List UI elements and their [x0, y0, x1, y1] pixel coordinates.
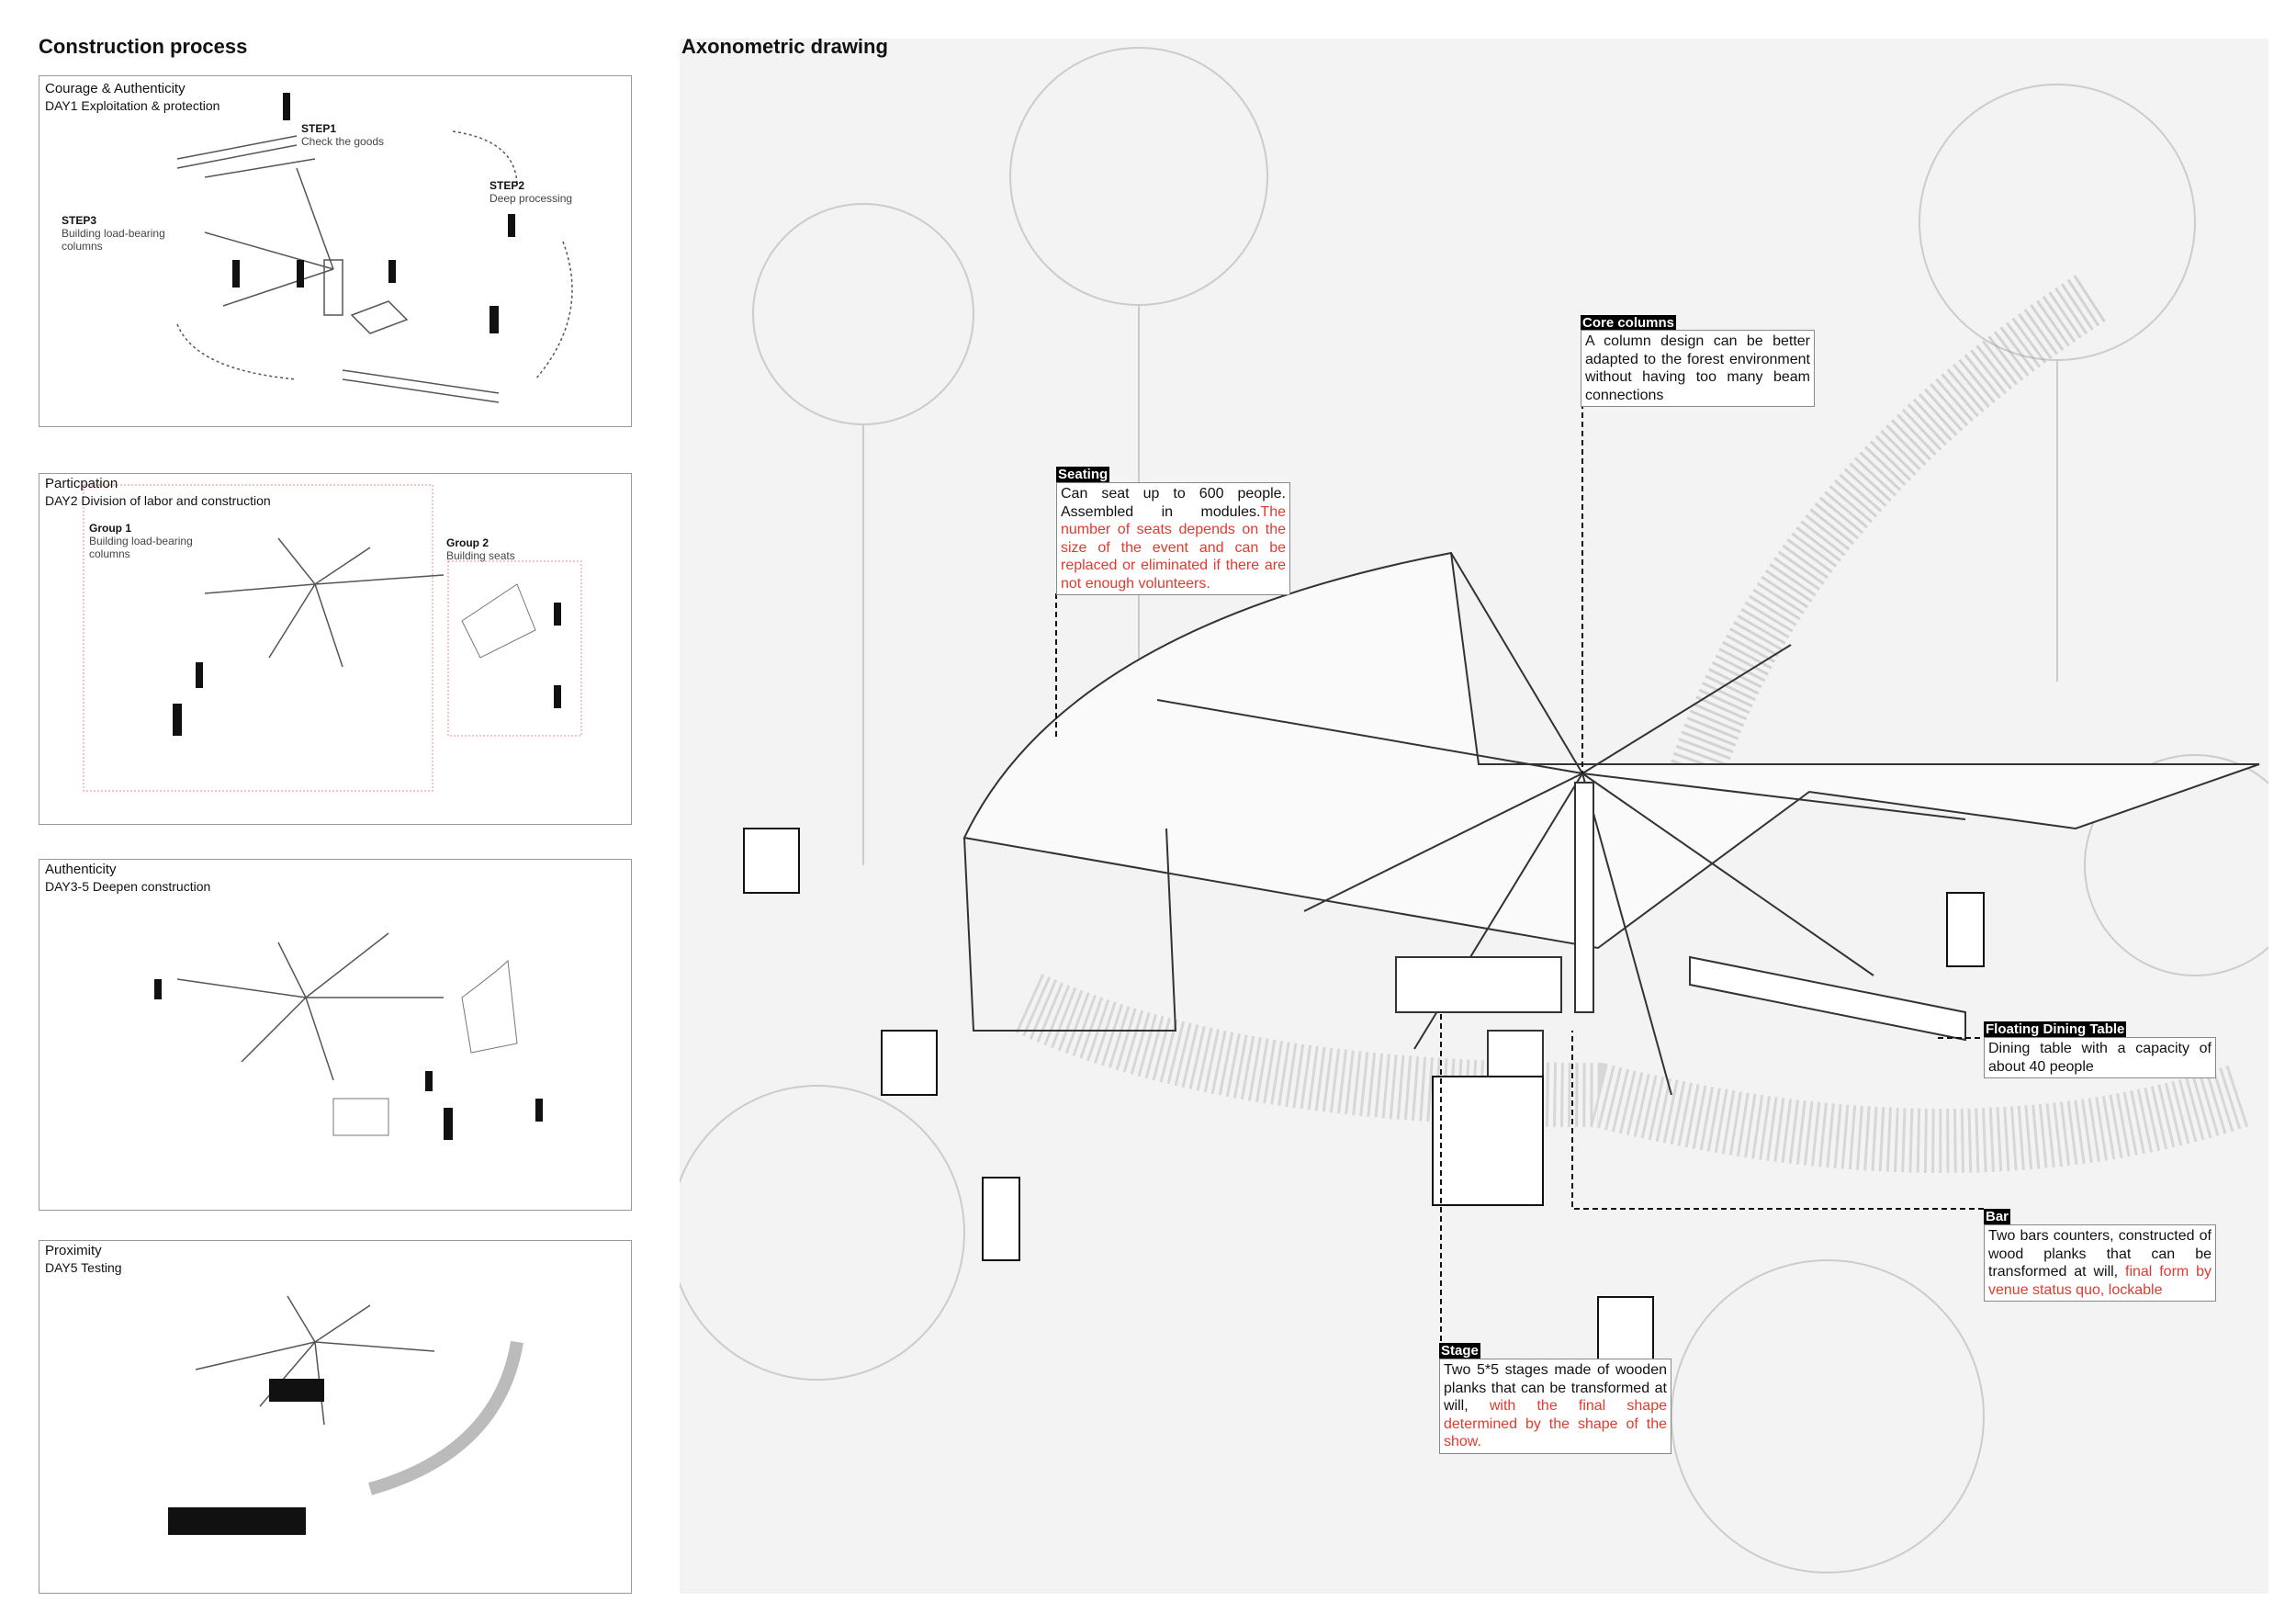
day2-sketch — [83, 484, 582, 792]
step-label: STEP3 — [62, 214, 97, 227]
panel-subtitle: DAY2 Division of labor and construction — [45, 493, 271, 508]
panel-day2: Particpation DAY2 Division of labor and … — [39, 473, 632, 825]
seating-tag: Seating — [1056, 467, 1110, 482]
stage-note: Two 5*5 stages made of wooden planks tha… — [1439, 1359, 1671, 1454]
axonometric-title: Axonometric drawing — [681, 35, 888, 58]
dining-tag: Floating Dining Table — [1984, 1021, 2127, 1037]
stage-text-red: with the final shape determined by the s… — [1444, 1398, 1667, 1449]
axonometric-drawing — [680, 39, 2268, 1594]
day5-sketch — [168, 1295, 523, 1535]
step-text: Building load-bearing columns — [62, 227, 165, 253]
panel-title: Particpation — [45, 476, 118, 491]
stage-tag: Stage — [1439, 1343, 1480, 1359]
panel-day5: Proximity DAY5 Testing — [39, 1240, 632, 1594]
day1-sketch — [176, 93, 573, 403]
group-label: Group 1 — [89, 522, 132, 535]
seating-note: Can seat up to 600 people. Assembled in … — [1056, 482, 1290, 595]
panel-subtitle: DAY3-5 Deepen construction — [45, 879, 211, 894]
step-text: Deep processing — [490, 192, 573, 205]
group-text: Building seats — [446, 549, 515, 562]
seating-text: Can seat up to 600 people. Assembled in … — [1061, 486, 1286, 520]
panel-title: Authenticity — [45, 862, 117, 877]
group-label: Group 2 — [446, 536, 490, 549]
panel-subtitle: DAY5 Testing — [45, 1260, 122, 1275]
seating-text-red: The number of seats depends on the size … — [1061, 503, 1286, 592]
bar-note: Two bars counters, constructed of wood p… — [1984, 1224, 2216, 1302]
panel-title: Proximity — [45, 1243, 102, 1258]
core-columns-note: A column design can be better adapted to… — [1581, 330, 1815, 407]
core-columns-tag: Core columns — [1581, 315, 1677, 331]
bar-text-red: final form by venue status quo, lockable — [1988, 1264, 2212, 1298]
bar-tag: Bar — [1984, 1209, 2011, 1224]
panel-title: Courage & Authenticity — [45, 81, 186, 96]
panel-day1: Courage & Authenticity DAY1 Exploitation… — [39, 75, 632, 427]
stage-text: Two 5*5 stages made of wooden planks tha… — [1444, 1362, 1667, 1414]
step-text: Check the goods — [301, 135, 385, 148]
day3-sketch — [154, 932, 543, 1140]
step-label: STEP1 — [301, 122, 337, 135]
step-label: STEP2 — [490, 179, 525, 192]
group-text: Building load-bearing columns — [89, 535, 193, 560]
panel-day3-5: Authenticity DAY3-5 Deepen construction — [39, 859, 632, 1211]
dining-note: Dining table with a capacity of about 40… — [1984, 1037, 2216, 1078]
panel-subtitle: DAY1 Exploitation & protection — [45, 98, 220, 113]
construction-process-title: Construction process — [39, 35, 248, 58]
bar-text: Two bars counters, constructed of wood p… — [1988, 1228, 2212, 1280]
